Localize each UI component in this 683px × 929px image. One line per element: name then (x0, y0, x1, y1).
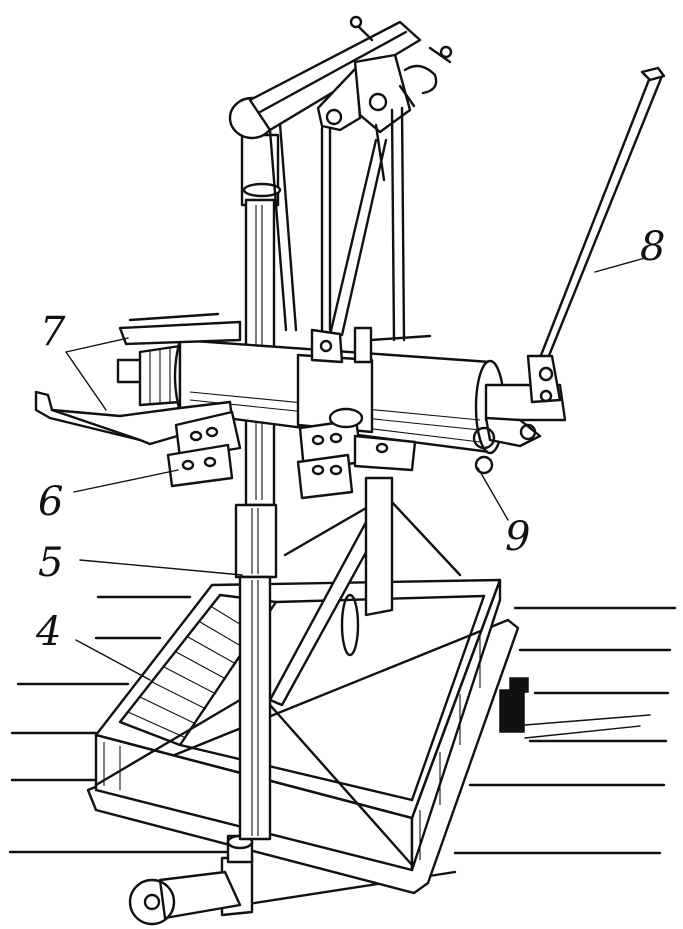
rear-caster (499, 677, 529, 733)
trolley-tray (86, 498, 520, 895)
label-4: 4 (35, 609, 61, 655)
top-boom (248, 15, 453, 342)
clamp-blocks (166, 407, 417, 500)
callout-leaders (65, 257, 646, 681)
callout-labels: 7 8 6 5 4 9 (35, 224, 665, 655)
label-8: 8 (640, 224, 665, 270)
front-caster (128, 834, 254, 926)
operating-lever (526, 66, 666, 404)
label-5: 5 (38, 540, 63, 586)
label-6: 6 (38, 479, 63, 525)
label-7: 7 (40, 309, 66, 355)
diagonal-strut (268, 476, 394, 707)
label-9: 9 (505, 514, 530, 560)
tray-hatching (103, 606, 481, 860)
puller-cylinder (116, 326, 567, 475)
